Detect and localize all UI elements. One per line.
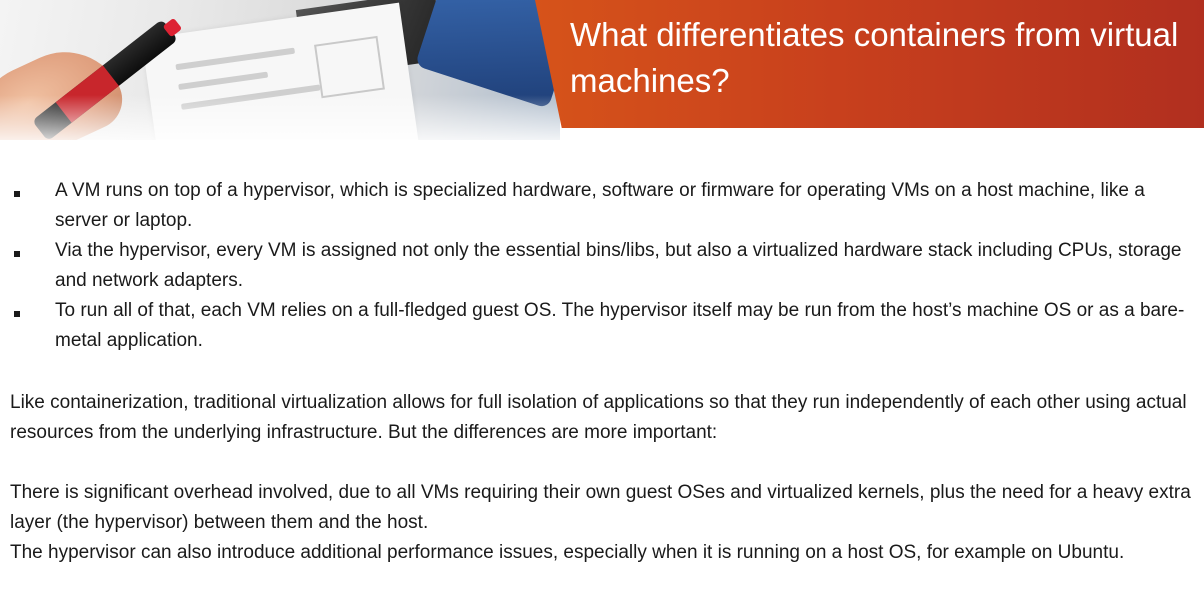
bullet-item: Via the hypervisor, every VM is assigned…: [0, 236, 1204, 296]
bullet-item: A VM runs on top of a hypervisor, which …: [0, 176, 1204, 236]
header-photo: [0, 0, 560, 140]
paragraph-intro: Like containerization, traditional virtu…: [10, 392, 1187, 443]
title-banner: [535, 0, 1204, 128]
bullet-text: Via the hypervisor, every VM is assigned…: [55, 240, 1182, 291]
bullet-text: A VM runs on top of a hypervisor, which …: [55, 180, 1145, 231]
bullet-list: A VM runs on top of a hypervisor, which …: [0, 176, 1204, 356]
photo-fade: [0, 95, 560, 140]
square-bullet-icon: [14, 311, 20, 317]
slide-body: A VM runs on top of a hypervisor, which …: [0, 176, 1204, 568]
paragraph-performance: The hypervisor can also introduce additi…: [10, 542, 1125, 563]
paragraph-overhead: There is significant overhead involved, …: [10, 482, 1191, 533]
square-bullet-icon: [14, 191, 20, 197]
photo-phone: [414, 0, 560, 109]
bullet-item: To run all of that, each VM relies on a …: [0, 296, 1204, 356]
bullet-text: To run all of that, each VM relies on a …: [55, 300, 1185, 351]
square-bullet-icon: [14, 251, 20, 257]
slide-title: What differentiates containers from virt…: [570, 16, 1179, 99]
